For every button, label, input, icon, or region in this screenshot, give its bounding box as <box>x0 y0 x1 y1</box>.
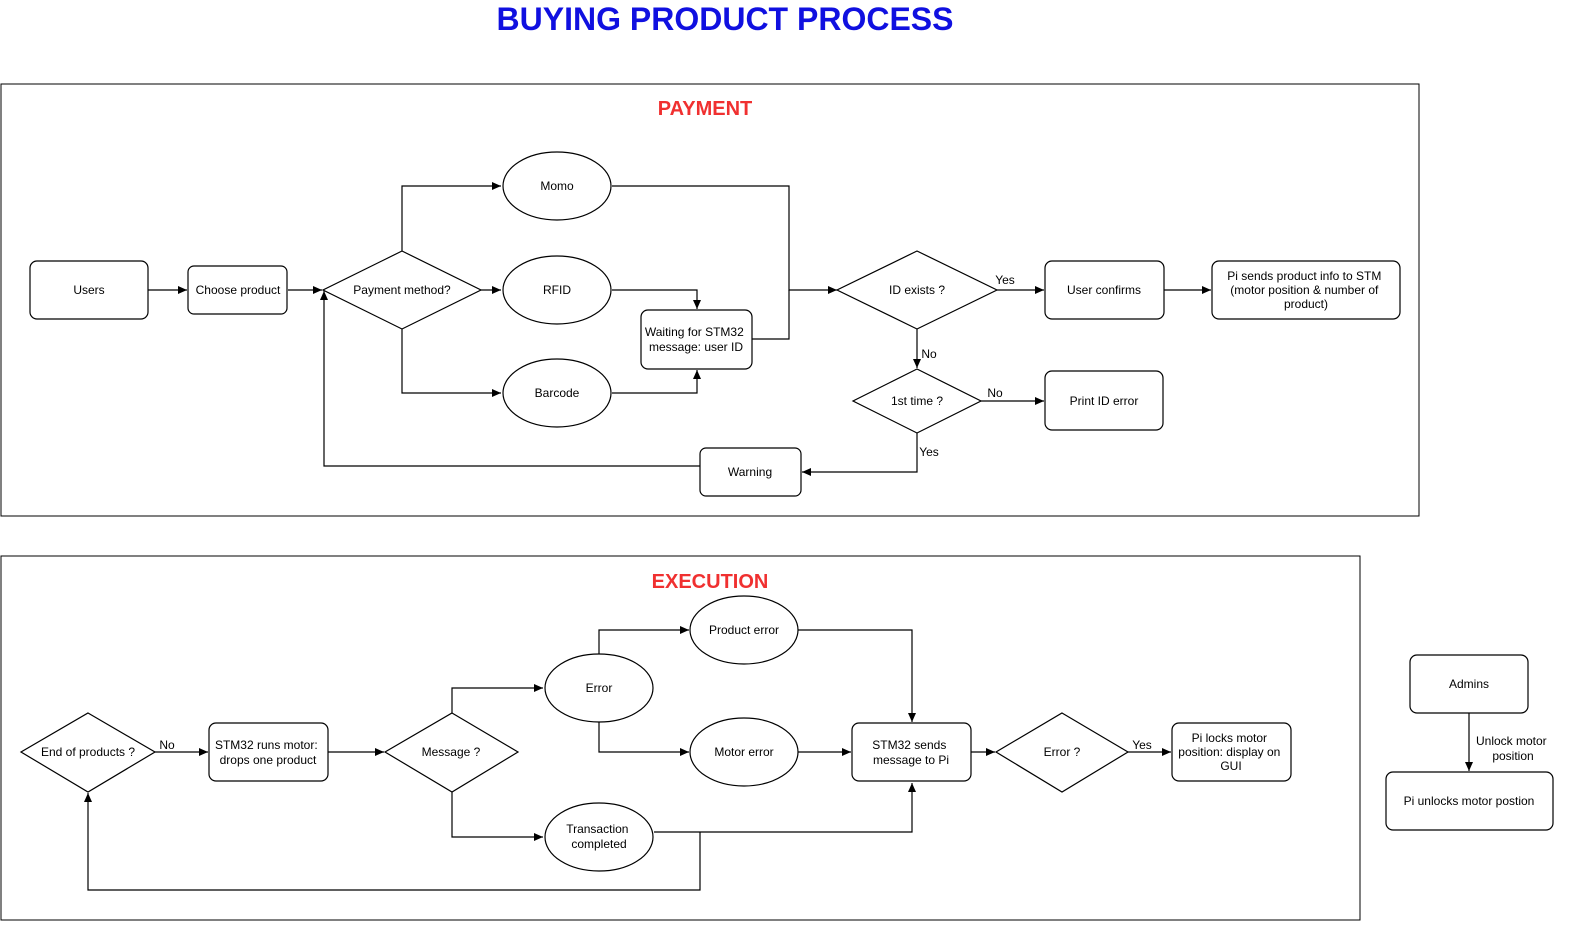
node-product-error[interactable]: Product error <box>689 595 799 665</box>
svg-text:End of products ?: End of products ? <box>41 745 135 759</box>
edge-message-transaction <box>451 792 543 841</box>
label-endproducts-no: No <box>159 738 175 752</box>
svg-text:Motor error: Motor error <box>714 745 773 759</box>
svg-text:1st time ?: 1st time ? <box>891 394 943 408</box>
edge-message-error <box>451 684 543 713</box>
svg-text:Pi unlocks motor postion: Pi unlocks motor postion <box>1404 794 1535 808</box>
node-pi-locks-motor[interactable]: Pi locks motor position: display on GUI <box>1171 722 1292 782</box>
node-barcode[interactable]: Barcode <box>502 358 612 428</box>
edge-error-producterror <box>598 626 689 654</box>
payment-section-title: PAYMENT <box>658 98 752 120</box>
node-pi-unlocks-motor[interactable]: Pi unlocks motor postion <box>1385 771 1554 831</box>
edge-producterror-stm32sends <box>798 629 916 722</box>
svg-text:Warning: Warning <box>728 465 772 479</box>
label-idexists-yes: Yes <box>995 273 1015 287</box>
payment-edges <box>148 182 1211 476</box>
decision-message[interactable]: Message ? <box>383 712 520 793</box>
svg-text:STM32 runs motor: drops: STM32 runs motor: drops one product <box>215 738 321 767</box>
edge-error-motorerror <box>598 722 689 756</box>
label-firsttime-no: No <box>987 386 1003 400</box>
node-user-confirms[interactable]: User confirms <box>1044 260 1165 320</box>
svg-text:Users: Users <box>73 283 104 297</box>
svg-text:Print ID error: Print ID error <box>1070 394 1139 408</box>
svg-text:Error ?: Error ? <box>1044 745 1081 759</box>
decision-payment-method[interactable]: Payment method? <box>321 250 483 330</box>
edge-payment-momo <box>401 182 501 251</box>
decision-first-time[interactable]: 1st time ? <box>851 368 983 434</box>
label-idexists-no: No <box>921 347 937 361</box>
svg-text:Waiting for STM32 messag: Waiting for STM32 message: user ID <box>645 325 747 354</box>
svg-text:Payment method?: Payment method? <box>353 283 451 297</box>
label-firsttime-yes: Yes <box>919 445 939 459</box>
label-errorcheck-yes: Yes <box>1132 738 1152 752</box>
svg-text:User confirms: User confirms <box>1067 283 1141 297</box>
edge-transaction-stm32sends <box>654 783 916 833</box>
svg-text:Error: Error <box>586 681 613 695</box>
node-stm32-sends-message[interactable]: STM32 sends message to Pi <box>851 722 972 782</box>
edge-transaction-endproducts <box>84 793 701 891</box>
svg-text:Pi locks motor position:: Pi locks motor position: display on GUI <box>1178 731 1283 773</box>
node-admins[interactable]: Admins <box>1409 654 1529 714</box>
execution-frame <box>0 555 1361 921</box>
edge-rfid-waiting <box>612 289 701 309</box>
svg-text:Product error: Product error <box>709 623 779 637</box>
decision-end-of-products[interactable]: End of products ? <box>19 712 157 793</box>
node-choose-product[interactable]: Choose product <box>187 265 288 315</box>
node-waiting-stm32[interactable]: Waiting for STM32 message: user ID <box>640 309 753 370</box>
node-stm32-runs-motor[interactable]: STM32 runs motor: drops one product <box>208 722 329 782</box>
svg-text:ID exists ?: ID exists ? <box>889 283 945 297</box>
svg-text:STM32 sends message to P: STM32 sends message to Pi <box>872 738 949 767</box>
node-rfid[interactable]: RFID <box>502 255 612 325</box>
edge-payment-barcode <box>401 329 501 397</box>
node-pi-sends-info[interactable]: Pi sends product info to STM (motor posi… <box>1211 260 1401 320</box>
execution-section-title: EXECUTION <box>652 571 769 593</box>
svg-text:Pi sends product info to STM: Pi sends product info to STM (motor posi… <box>1227 269 1384 311</box>
svg-text:RFID: RFID <box>543 283 571 297</box>
svg-text:Admins: Admins <box>1449 677 1489 691</box>
label-unlock-motor-position: Unlock motor position <box>1476 734 1550 763</box>
svg-text:Message ?: Message ? <box>422 745 481 759</box>
edge-momo-idexists <box>612 185 837 294</box>
node-momo[interactable]: Momo <box>502 151 612 221</box>
svg-text:Barcode: Barcode <box>535 386 580 400</box>
node-motor-error[interactable]: Motor error <box>689 717 799 787</box>
node-users[interactable]: Users <box>29 260 149 320</box>
edge-firsttime-warning <box>802 433 918 476</box>
edge-warning-payment <box>320 291 700 467</box>
payment-frame <box>0 83 1420 517</box>
node-error[interactable]: Error <box>544 653 654 723</box>
node-transaction-completed[interactable]: Transaction completed <box>544 802 654 872</box>
diagram-title: BUYING PRODUCT PROCESS <box>497 1 954 37</box>
svg-text:Momo: Momo <box>540 179 574 193</box>
svg-text:Transaction completed: Transaction completed <box>566 822 632 851</box>
execution-edges <box>84 626 1473 891</box>
decision-id-exists[interactable]: ID exists ? <box>835 250 999 330</box>
svg-text:Choose product: Choose product <box>196 283 281 297</box>
edge-waiting-idexists <box>752 290 790 340</box>
node-warning[interactable]: Warning <box>699 447 802 497</box>
decision-error-check[interactable]: Error ? <box>994 712 1130 793</box>
node-print-id-error[interactable]: Print ID error <box>1044 370 1164 431</box>
edge-barcode-waiting <box>612 370 701 394</box>
